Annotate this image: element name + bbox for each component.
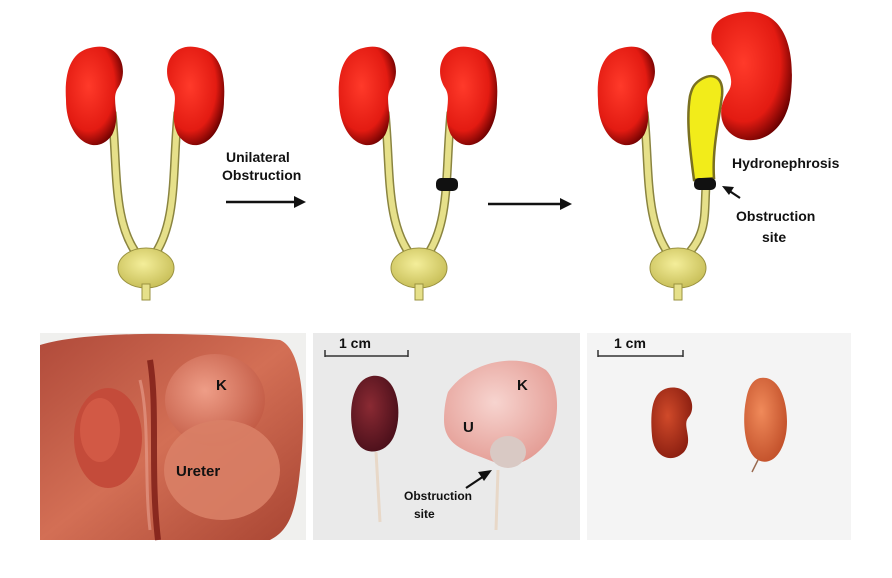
- hydronephrotic-kidney-section: [744, 377, 787, 462]
- photo-excised-kidneys: [313, 333, 580, 540]
- photo2-obstruction-line2: site: [414, 507, 435, 521]
- normal-urinary-tract: [65, 46, 225, 301]
- left-kidney: [338, 46, 396, 146]
- photo2-scale-label: 1 cm: [339, 335, 371, 351]
- step-label-line2: Obstruction: [222, 167, 301, 183]
- photo2-ureter-label: U: [463, 419, 474, 436]
- left-kidney: [65, 46, 123, 146]
- obstructed-urinary-tract: [338, 46, 498, 301]
- hydronephrotic-kidney: [711, 11, 792, 141]
- right-ureter-distal: [681, 185, 709, 261]
- photo2-kidney-label: K: [517, 377, 528, 394]
- arrow-step-1: [226, 196, 306, 208]
- urethra: [141, 283, 151, 301]
- right-kidney: [167, 46, 225, 146]
- dilated-ureter: [687, 75, 724, 182]
- right-ureter: [422, 111, 454, 260]
- step-label-line1: Unilateral: [226, 149, 290, 165]
- bladder: [649, 247, 707, 289]
- hydronephrosis-urinary-tract: [597, 11, 792, 301]
- photo-bisected-kidneys: [587, 333, 851, 540]
- right-kidney: [440, 46, 498, 146]
- obstruction-label-line1: Obstruction: [736, 208, 815, 224]
- normal-kidney-section: [651, 387, 693, 459]
- photo2-obstruction-line1: Obstruction: [404, 489, 472, 503]
- left-kidney: [597, 46, 655, 146]
- obstruction-arrow: [722, 186, 741, 199]
- left-ureter: [382, 111, 416, 260]
- ureter-clamp: [436, 178, 458, 191]
- photo1-ureter-label: Ureter: [176, 463, 220, 480]
- bladder: [390, 247, 448, 289]
- photo3-scale-label: 1 cm: [614, 335, 646, 351]
- ureter-clamp: [694, 178, 716, 190]
- photo1-kidney-label: K: [216, 377, 227, 394]
- obstruction-label-line2: site: [762, 229, 786, 245]
- arrow-step-2: [488, 198, 572, 210]
- bladder: [117, 247, 175, 289]
- hydronephrotic-kidney-specimen: [444, 360, 558, 466]
- photo-in-situ: [40, 333, 306, 541]
- hydronephrosis-label: Hydronephrosis: [732, 155, 840, 171]
- normal-kidney-specimen: [351, 375, 399, 452]
- left-ureter: [641, 111, 675, 260]
